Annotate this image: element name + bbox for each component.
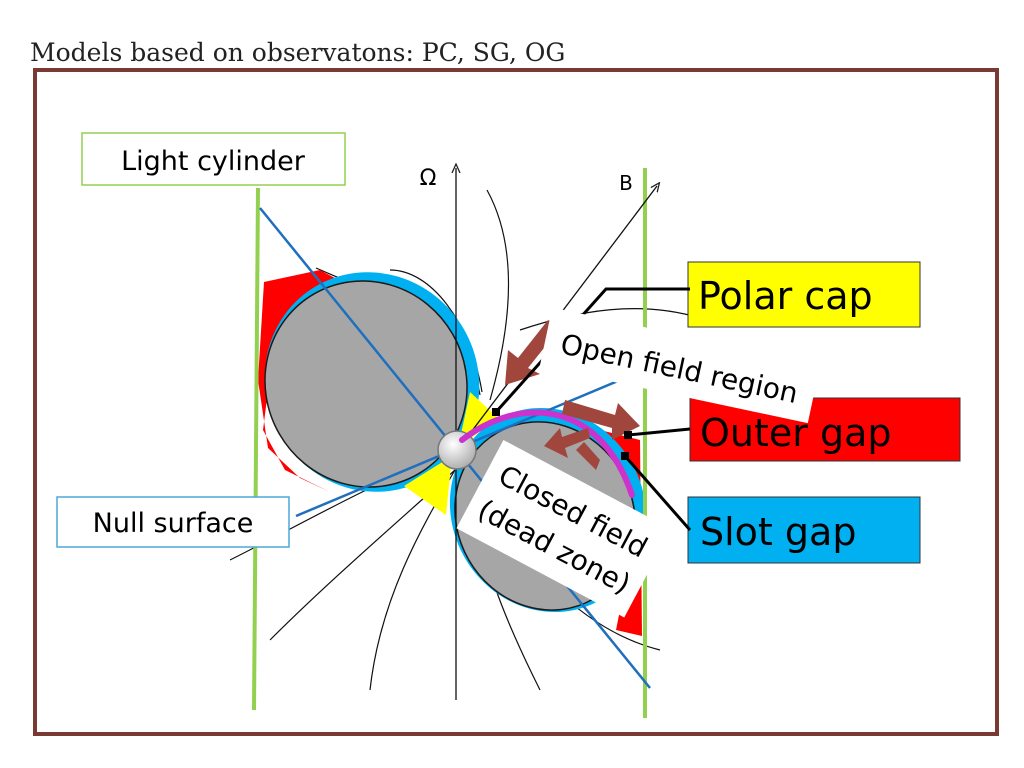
null-surface-label-box xyxy=(56,496,290,548)
light-cylinder-label: Light cylinder xyxy=(121,146,306,177)
null-surface-label: Null surface xyxy=(93,508,254,539)
polar-cap-box xyxy=(687,261,921,328)
polar-cap-label: Polar cap xyxy=(698,274,873,318)
polar-region-lower xyxy=(404,456,452,515)
slot-gap-label: Slot gap xyxy=(700,510,856,554)
dead-zone-lobe-upper xyxy=(264,280,468,488)
current-arc xyxy=(459,409,635,498)
b-field-label: B xyxy=(619,171,633,195)
outer-gap-pointer xyxy=(624,427,691,439)
slot-gap-box xyxy=(687,496,921,564)
slot-gap-pointer xyxy=(621,452,692,531)
light-cylinder-label-box xyxy=(81,132,346,186)
slide-title: Models based on observatons: PC, SG, OG xyxy=(30,38,566,67)
neutron-star xyxy=(437,430,477,470)
omega-label: Ω xyxy=(420,166,437,191)
light-cylinder-line-left xyxy=(252,187,260,711)
diagram-frame xyxy=(33,68,999,736)
polar-cap-pointer xyxy=(492,287,690,416)
outer-gap-box xyxy=(689,397,961,462)
